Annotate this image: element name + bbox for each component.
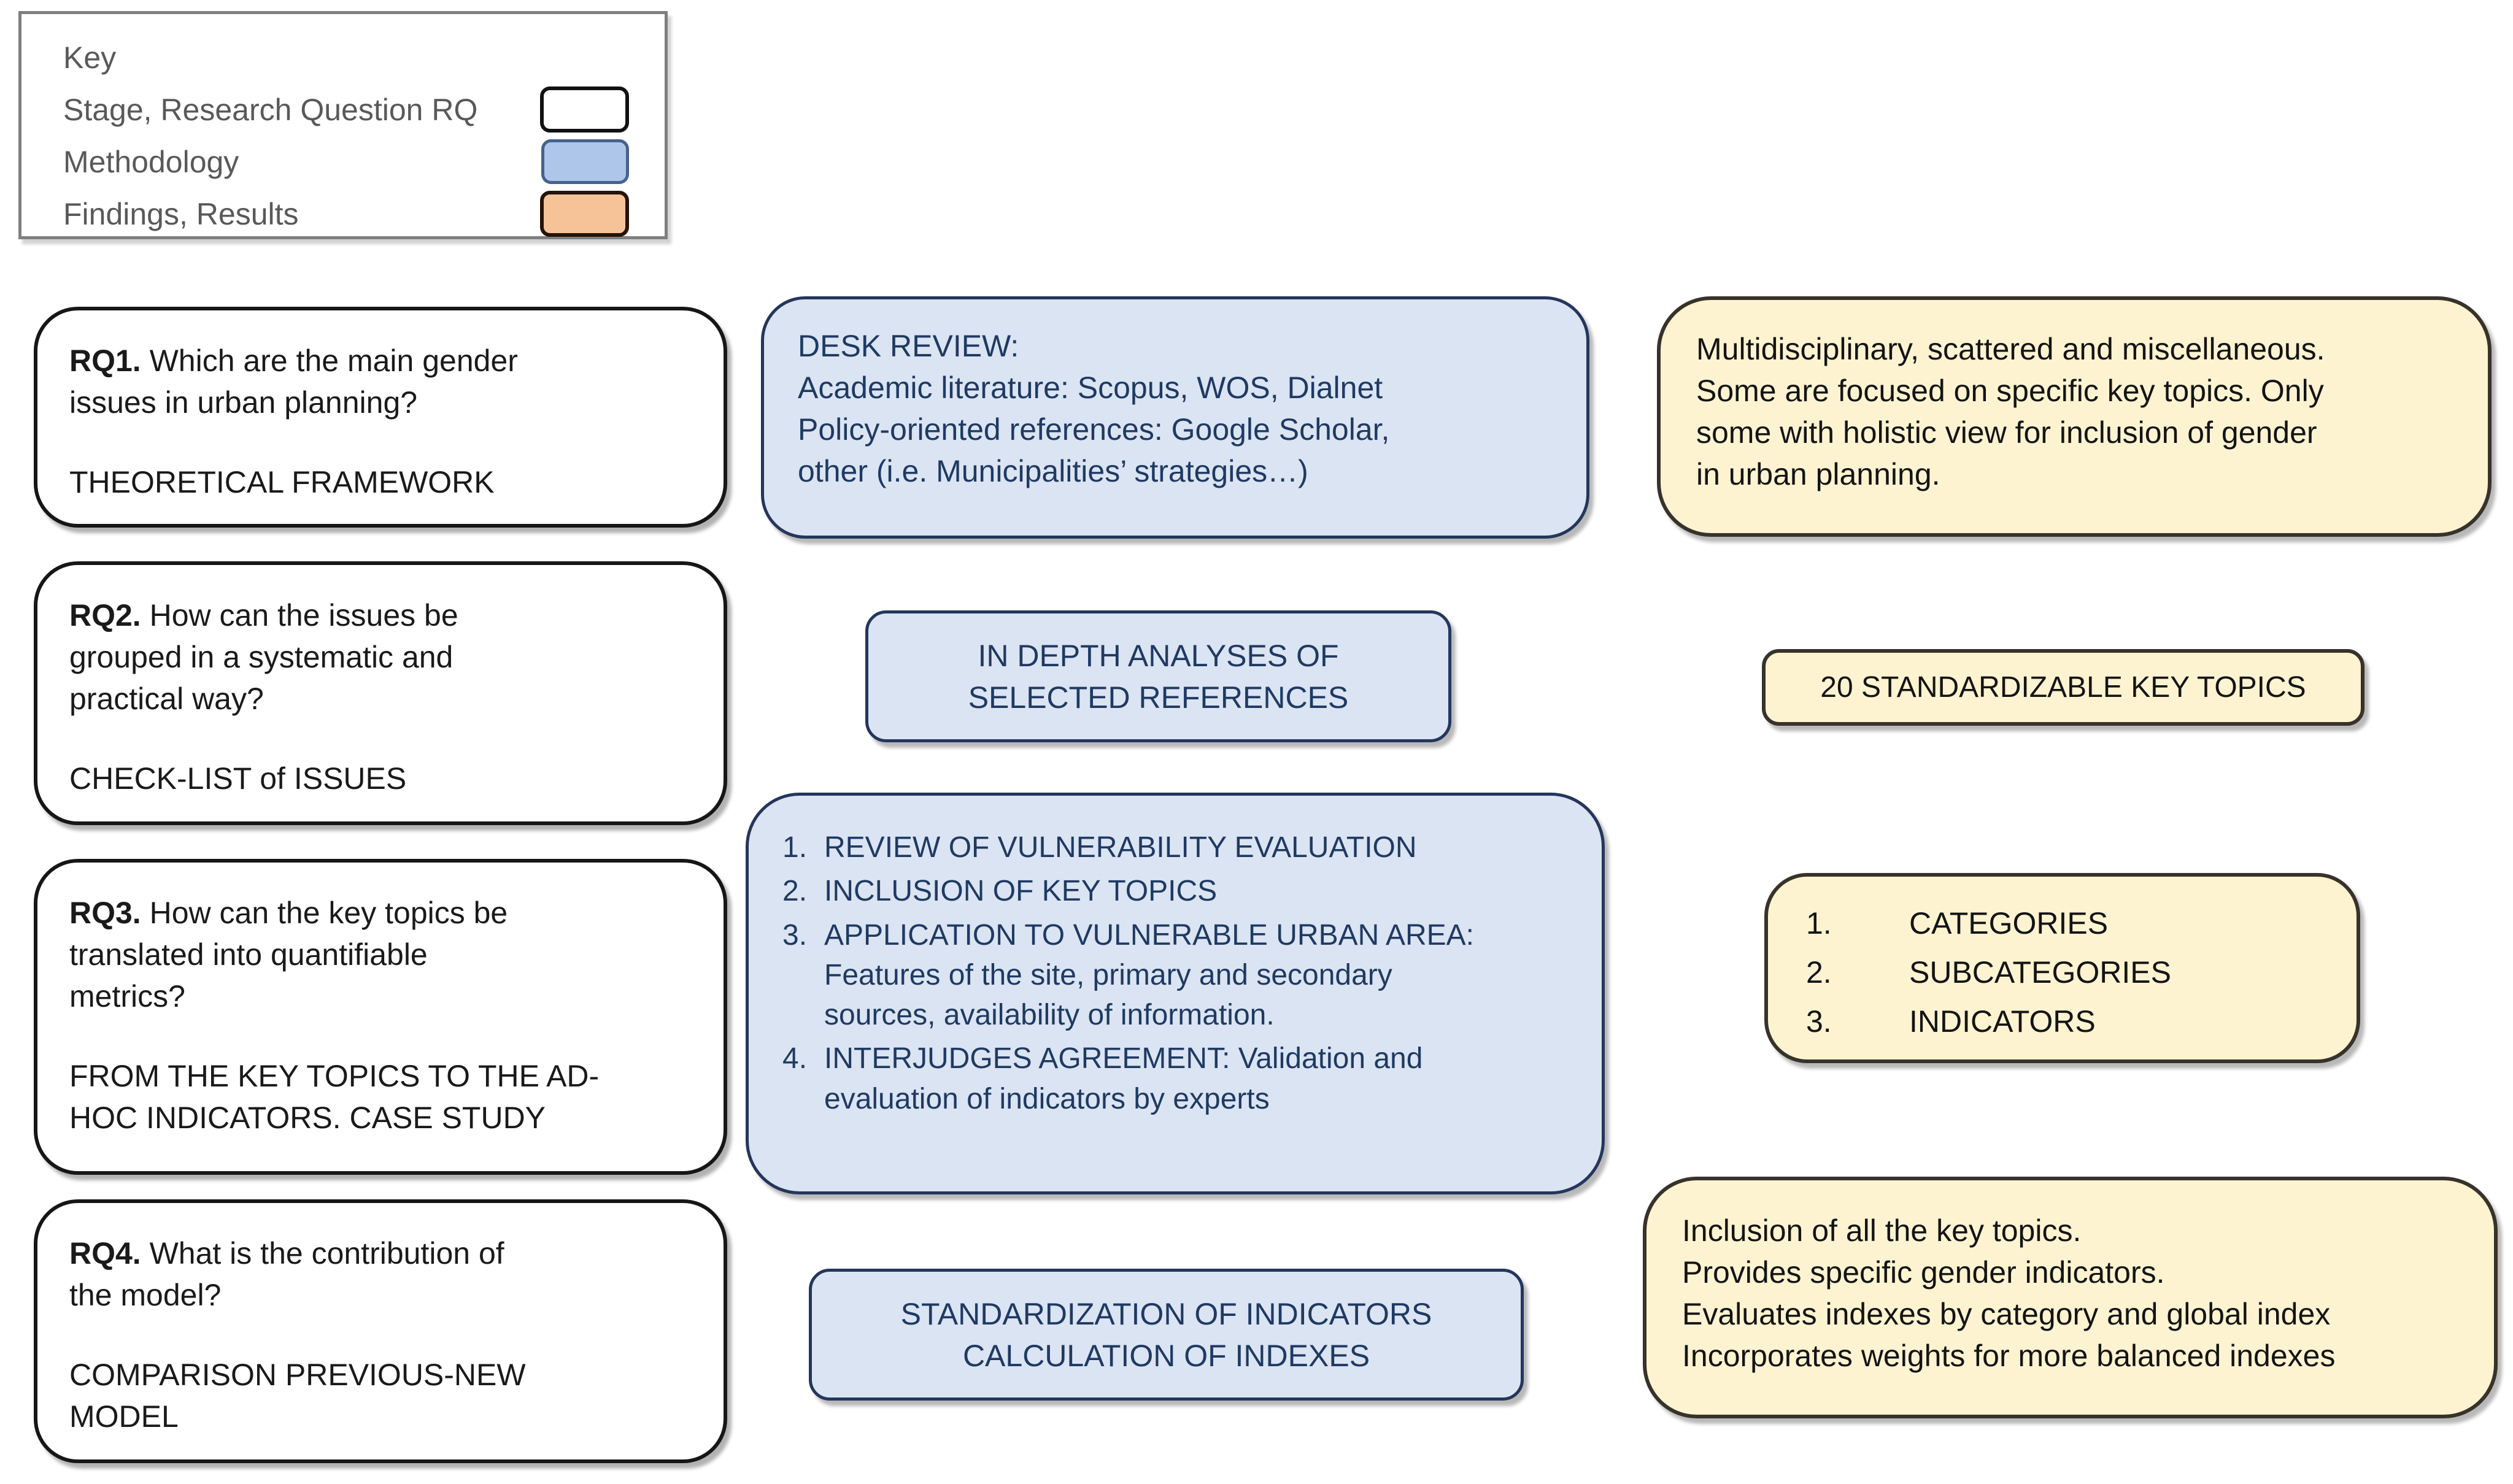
legend-row-findings: Findings, Results bbox=[63, 188, 640, 240]
step-1: 1. REVIEW OF VULNERABILITY EVALUATION bbox=[782, 828, 1568, 867]
rq4-question: What is the contribution of the model? bbox=[69, 1236, 504, 1312]
legend-label-stage: Stage, Research Question RQ bbox=[63, 92, 478, 127]
step-4-text: INTERJUDGES AGREEMENT: Validation and ev… bbox=[824, 1042, 1423, 1115]
structure-item-2-text: SUBCATEGORIES bbox=[1909, 955, 2171, 990]
structure-item-categories: 1. CATEGORIES bbox=[1806, 902, 2332, 944]
rq2-stage: CHECK-LIST of ISSUES bbox=[69, 761, 407, 796]
structure-item-1-text: CATEGORIES bbox=[1909, 906, 2109, 940]
legend-label-methodology: Methodology bbox=[63, 144, 239, 179]
rq3-stage: FROM THE KEY TOPICS TO THE AD- HOC INDIC… bbox=[69, 1059, 600, 1135]
step-2-text: INCLUSION OF KEY TOPICS bbox=[824, 875, 1218, 908]
findings-color-swatch bbox=[540, 191, 629, 237]
rq1-question: Which are the main gender issues in urba… bbox=[69, 344, 518, 420]
rq2-box: RQ2. How can the issues be grouped in a … bbox=[34, 561, 727, 825]
step-4-number: 4. bbox=[782, 1042, 808, 1075]
structure-item-1-number: 1. bbox=[1806, 906, 1832, 940]
step-3-number: 3. bbox=[782, 918, 808, 952]
rq3-label: RQ3. bbox=[69, 896, 150, 930]
standardization-box: STANDARDIZATION OF INDICATORS CALCULATIO… bbox=[809, 1269, 1524, 1401]
rq3-question: How can the key topics be translated int… bbox=[69, 896, 508, 1013]
desk-review-text: DESK REVIEW: Academic literature: Scopus… bbox=[798, 329, 1390, 488]
model-findings-box: Inclusion of all the key topics. Provide… bbox=[1643, 1177, 2498, 1418]
key-topics-text: 20 STANDARDIZABLE KEY TOPICS bbox=[1820, 671, 2306, 704]
literature-findings-box: Multidisciplinary, scattered and miscell… bbox=[1657, 296, 2492, 537]
step-1-text: REVIEW OF VULNERABILITY EVALUATION bbox=[824, 831, 1417, 864]
standardization-text: STANDARDIZATION OF INDICATORS CALCULATIO… bbox=[900, 1296, 1432, 1373]
rq4-stage: COMPARISON PREVIOUS-NEW MODEL bbox=[69, 1358, 526, 1434]
step-4: 4. INTERJUDGES AGREEMENT: Validation and… bbox=[782, 1039, 1568, 1119]
legend-label-findings: Findings, Results bbox=[63, 196, 299, 231]
legend-title: Key bbox=[63, 40, 117, 75]
legend-row-stage: Stage, Research Question RQ bbox=[63, 83, 640, 136]
stage-color-swatch bbox=[540, 87, 629, 133]
model-findings-text: Inclusion of all the key topics. Provide… bbox=[1682, 1213, 2336, 1373]
rq1-box: RQ1. Which are the main gender issues in… bbox=[34, 307, 727, 528]
methodology-steps-box: 1. REVIEW OF VULNERABILITY EVALUATION 2.… bbox=[746, 793, 1605, 1194]
in-depth-analyses-box: IN DEPTH ANALYSES OF SELECTED REFERENCES bbox=[865, 610, 1451, 742]
rq1-label: RQ1. bbox=[69, 344, 150, 378]
rq1-stage: THEORETICAL FRAMEWORK bbox=[69, 465, 495, 499]
structure-item-2-number: 2. bbox=[1806, 955, 1832, 990]
methodology-color-swatch bbox=[541, 139, 629, 184]
structure-item-subcategories: 2. SUBCATEGORIES bbox=[1806, 952, 2332, 993]
literature-findings-text: Multidisciplinary, scattered and miscell… bbox=[1696, 332, 2325, 491]
step-2-number: 2. bbox=[782, 875, 808, 908]
step-3: 3. APPLICATION TO VULNERABLE URBAN AREA:… bbox=[782, 915, 1568, 1036]
structure-item-3-text: INDICATORS bbox=[1909, 1004, 2096, 1039]
rq4-box: RQ4. What is the contribution of the mod… bbox=[34, 1199, 727, 1463]
desk-review-box: DESK REVIEW: Academic literature: Scopus… bbox=[761, 296, 1589, 539]
legend-box: Key Stage, Research Question RQ Methodol… bbox=[18, 11, 668, 239]
step-3-text: APPLICATION TO VULNERABLE URBAN AREA: Fe… bbox=[824, 918, 1474, 1032]
structure-box: 1. CATEGORIES 2. SUBCATEGORIES 3. INDICA… bbox=[1764, 873, 2360, 1063]
rq2-label: RQ2. bbox=[69, 598, 150, 632]
in-depth-analyses-text: IN DEPTH ANALYSES OF SELECTED REFERENCES bbox=[968, 638, 1349, 715]
structure-item-indicators: 3. INDICATORS bbox=[1806, 1001, 2332, 1042]
rq4-label: RQ4. bbox=[69, 1236, 150, 1271]
step-2: 2. INCLUSION OF KEY TOPICS bbox=[782, 871, 1568, 911]
legend-title-row: Key bbox=[63, 31, 640, 83]
legend-row-methodology: Methodology bbox=[63, 136, 640, 188]
step-1-number: 1. bbox=[782, 831, 808, 864]
structure-item-3-number: 3. bbox=[1806, 1004, 1832, 1039]
key-topics-box: 20 STANDARDIZABLE KEY TOPICS bbox=[1762, 649, 2364, 726]
rq3-box: RQ3. How can the key topics be translate… bbox=[34, 859, 727, 1175]
rq2-question: How can the issues be grouped in a syste… bbox=[69, 598, 458, 716]
